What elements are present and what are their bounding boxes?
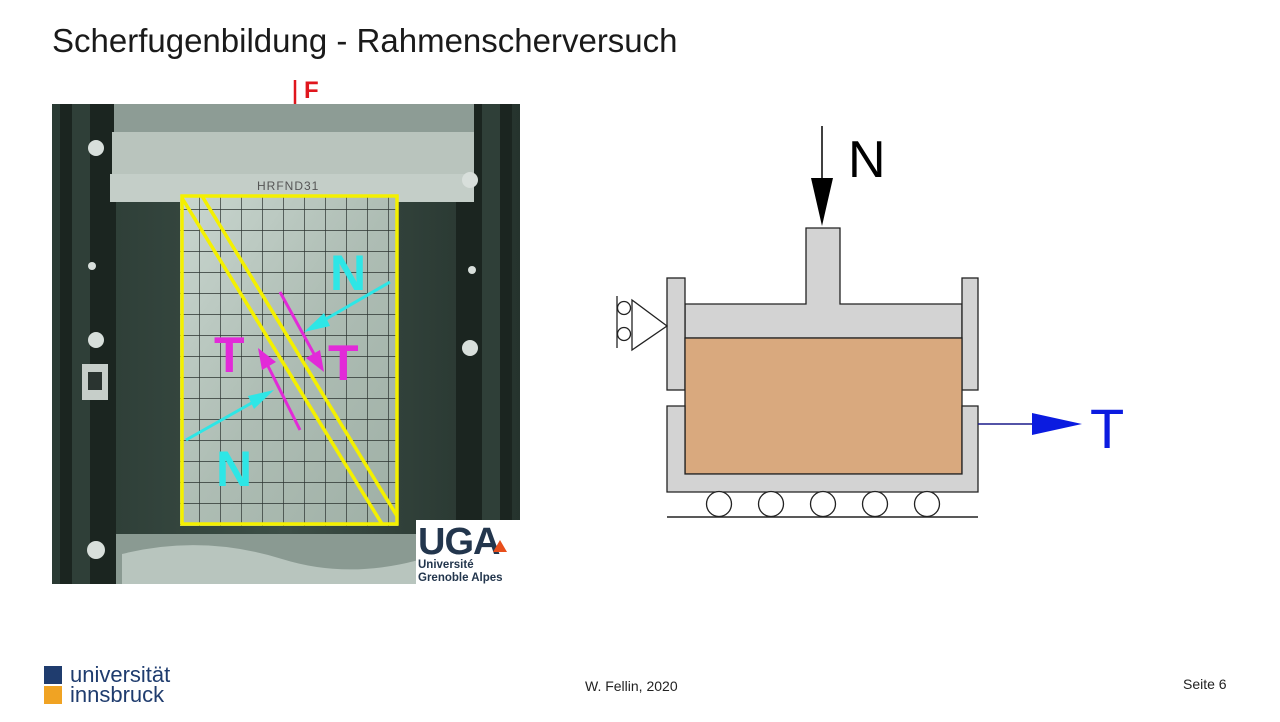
upper-box-right-wall (961, 277, 979, 391)
uibk-logo-square-orange (44, 686, 62, 704)
shear-force-arrowhead (1032, 413, 1082, 435)
shear-label-left: T (214, 327, 245, 383)
shear-box-diagram: N T (616, 126, 1124, 518)
uibk-logo-line2: innsbruck (70, 682, 165, 707)
normal-label-lower: N (216, 441, 252, 497)
uga-logo-line1: Université (418, 559, 474, 571)
page-number: Seite 6 (1183, 676, 1227, 692)
specimen-tag: HRFND31 (257, 179, 319, 193)
shear-force-label: T (1090, 397, 1124, 460)
uibk-logo-square-blue (44, 666, 62, 684)
uibk-logo: universität innsbruck (34, 655, 204, 717)
rollers (705, 490, 941, 518)
force-label: F (304, 77, 319, 104)
upper-box-left-wall (666, 277, 686, 391)
normal-label-upper: N (330, 245, 366, 301)
soil-sample (684, 337, 963, 475)
load-piston (684, 227, 963, 339)
uga-logo-line2: Grenoble Alpes (418, 572, 503, 584)
slide-title: Scherfugenbildung - Rahmenscherversuch (52, 22, 678, 59)
normal-force-label: N (848, 131, 886, 189)
left-support (616, 296, 669, 352)
uibk-logo-line1: universität (70, 662, 170, 687)
uga-logo: UGA Université Grenoble Alpes (416, 520, 520, 584)
normal-force-arrowhead (811, 178, 833, 226)
uga-logo-mark: UGA (418, 521, 500, 563)
shear-label-right: T (328, 335, 359, 391)
footer-author: W. Fellin, 2020 (585, 678, 678, 694)
experiment-photo: HRFND31 N N T T (52, 104, 520, 584)
